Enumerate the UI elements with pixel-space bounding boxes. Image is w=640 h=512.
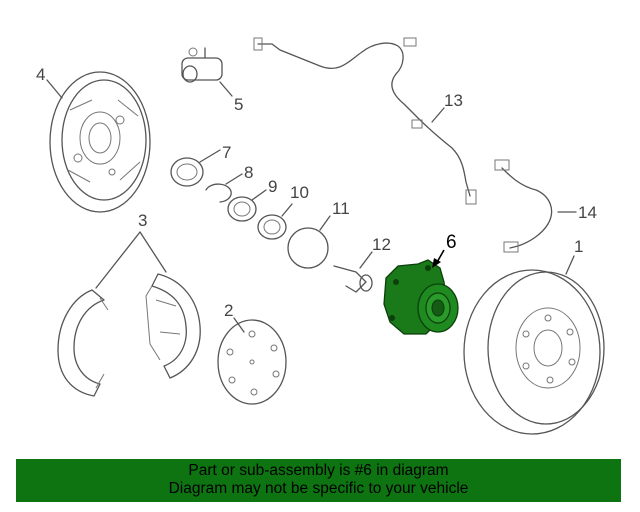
banner-line-2: Diagram may not be specific to your vehi… <box>168 480 469 497</box>
callout-4: 4 <box>36 65 45 84</box>
banner-line-1: Part or sub-assembly is #6 in diagram <box>188 462 449 479</box>
leader-8 <box>225 173 243 185</box>
leader-2 <box>233 317 245 333</box>
part-8-snap-ring <box>205 183 232 203</box>
callout-8: 8 <box>244 163 253 182</box>
part-2-gasket <box>217 319 287 405</box>
leader-7 <box>199 149 221 163</box>
leader-9 <box>251 189 267 201</box>
part-14-brake-hose <box>494 159 553 253</box>
callout-7: 7 <box>222 143 231 162</box>
leader-4 <box>46 79 63 99</box>
callout-1: 1 <box>574 237 583 256</box>
part-5-wheel-cylinder <box>181 47 223 83</box>
callout-5: 5 <box>234 95 243 114</box>
callout-9: 9 <box>268 177 277 196</box>
part-10-bearing-race <box>257 214 287 240</box>
part-1-brake-drum <box>463 269 605 435</box>
callout-3: 3 <box>138 211 147 230</box>
part-info-banner: Part or sub-assembly is #6 in diagram Di… <box>16 459 621 502</box>
callout-14: 14 <box>578 203 597 222</box>
leader-5 <box>219 81 233 97</box>
part-12-speed-sensor <box>333 265 373 293</box>
leader-12 <box>359 251 373 269</box>
leader-1 <box>565 255 575 275</box>
part-4-backing-plate <box>49 71 151 213</box>
part-9-bearing <box>227 196 257 222</box>
part-7-seal <box>170 157 204 187</box>
callout-13: 13 <box>444 91 463 110</box>
callout-11: 11 <box>332 199 350 218</box>
part-6-hub-assembly <box>383 259 459 335</box>
leader-6-arrowhead <box>432 258 441 268</box>
part-11-o-ring <box>287 227 329 269</box>
callout-2: 2 <box>224 301 233 320</box>
part-13-sensor-wire <box>253 37 477 205</box>
leader-11 <box>319 215 331 231</box>
callout-6: 6 <box>446 232 457 253</box>
callout-12: 12 <box>372 235 391 254</box>
leader-10 <box>281 203 293 217</box>
part-3-brake-shoes <box>57 273 201 397</box>
callout-10: 10 <box>290 183 309 202</box>
brake-parts-diagram: 4 5 13 14 7 8 9 <box>36 37 605 435</box>
leader-3 <box>95 231 167 289</box>
leader-13 <box>431 107 445 123</box>
